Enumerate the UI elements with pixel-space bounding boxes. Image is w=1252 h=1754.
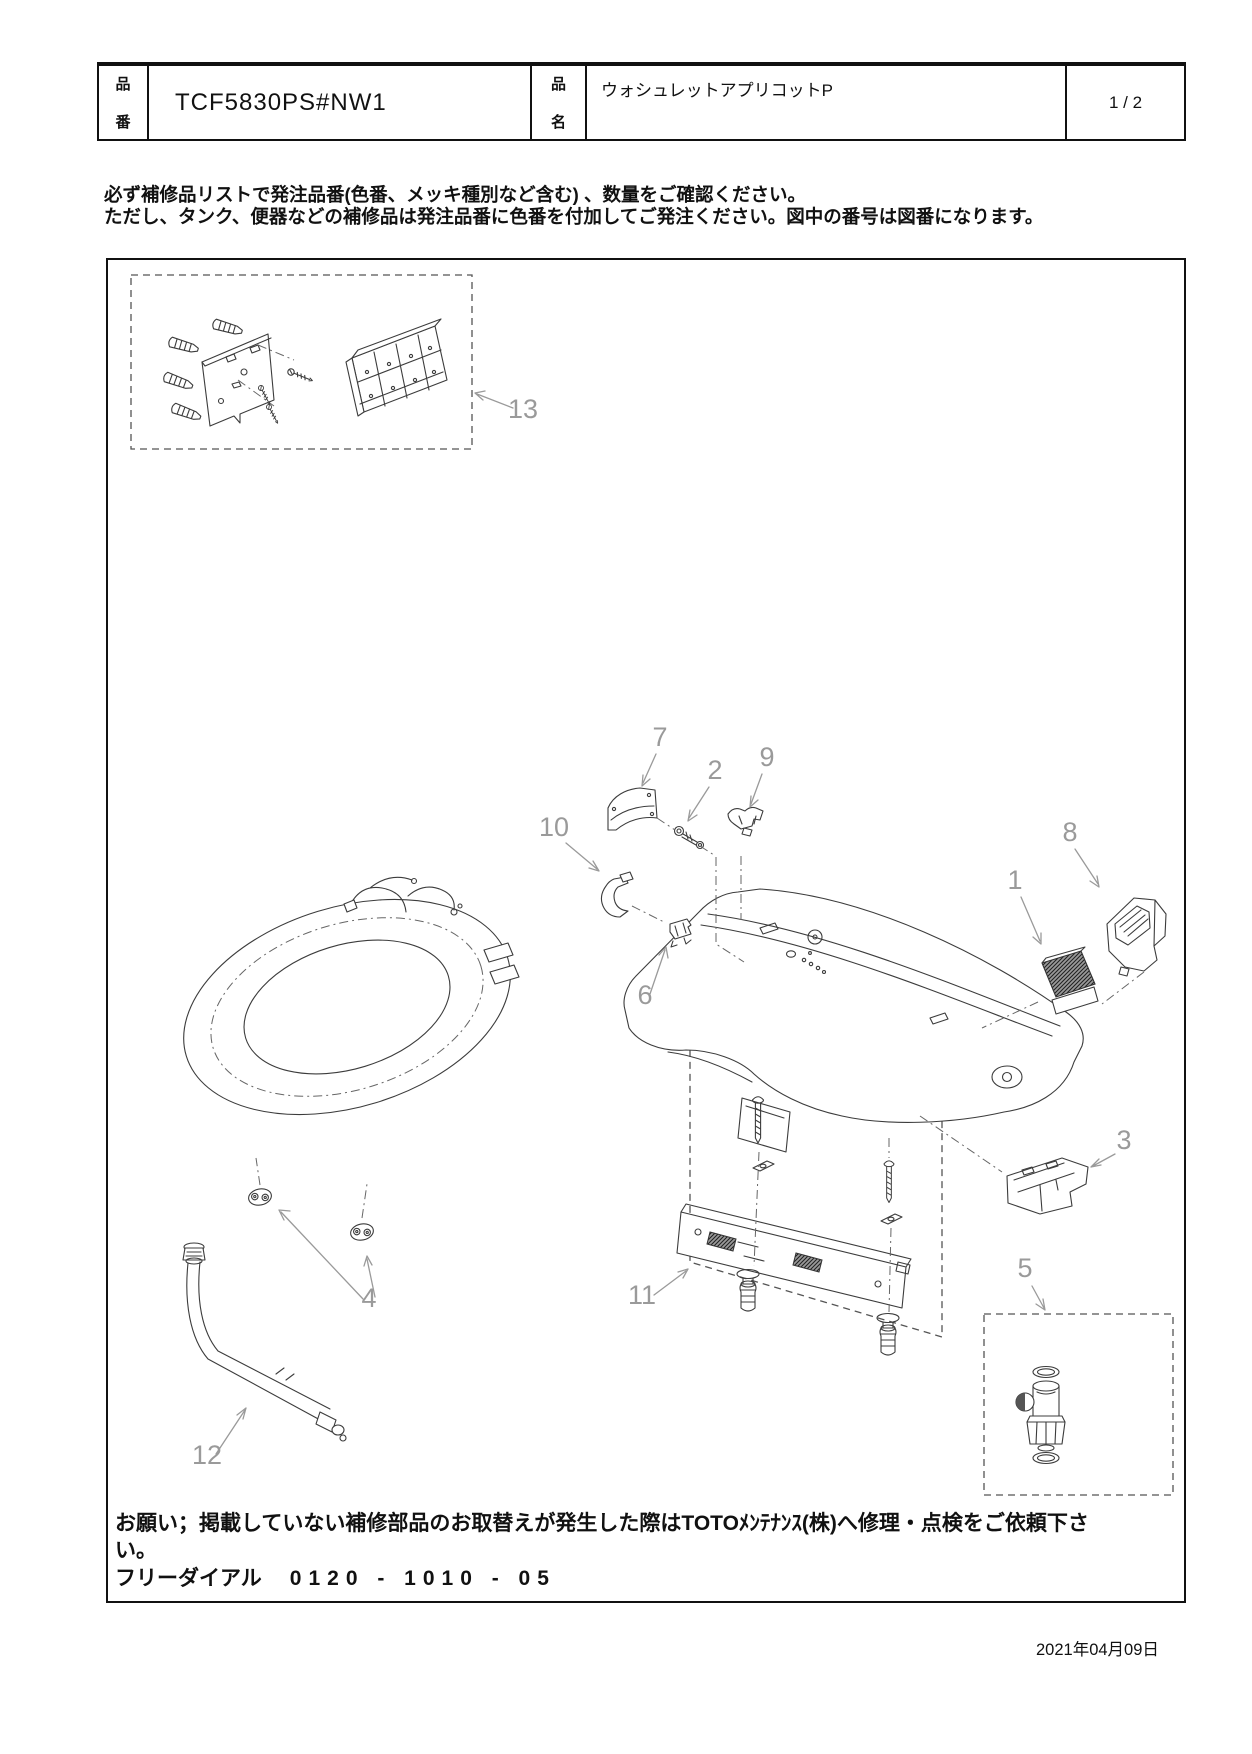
- part-12-supply-hose-drawing: [182, 1242, 347, 1442]
- header-table: 品 番 TCF5830PS#NW1 品 名 ウォシュレットアプリコットP 1 /…: [97, 62, 1186, 141]
- part-11-dashed-box: [689, 996, 943, 1338]
- part-10-hook-drawing: [600, 871, 634, 918]
- part-number-label-top: 品: [115, 76, 131, 93]
- callout-2: 2: [707, 755, 722, 785]
- page-indicator: 1 / 2: [1065, 66, 1184, 139]
- callout-11: 11: [628, 1280, 656, 1310]
- part-13-remote-control-drawing: [345, 318, 448, 417]
- product-name-value: ウォシュレットアプリコットP: [585, 66, 1065, 139]
- toll-free-label: フリーダイアル: [115, 1567, 262, 1590]
- callout-4: 4: [361, 1283, 376, 1313]
- product-name-label-top: 品: [550, 76, 566, 93]
- toilet-seat-drawing: [183, 876, 520, 1116]
- part-11-baseplate-assembly-drawing: [676, 1096, 912, 1356]
- product-name-label-bottom: 名: [550, 114, 566, 131]
- order-instructions-line1: 必ず補修品リストで発注品番(色番、メッキ種別など含む) 、数量をご確認ください。: [104, 184, 806, 205]
- part-number-label: 品 番: [99, 66, 147, 139]
- callout-3: 3: [1116, 1125, 1131, 1155]
- callout-13: 13: [508, 394, 538, 424]
- order-instructions: 必ず補修品リストで発注品番(色番、メッキ種別など含む) 、数量をご確認ください。…: [104, 184, 1164, 228]
- part-9-clip-drawing: [727, 806, 764, 837]
- callout-7: 7: [652, 722, 667, 752]
- part-number-label-bottom: 番: [115, 114, 131, 131]
- part-7-cover-plate-drawing: [607, 787, 658, 831]
- part-1-deodorizing-cartridge-drawing: [1041, 946, 1099, 1015]
- callout-8: 8: [1062, 817, 1077, 847]
- part-2-nozzle-screw-drawing: [673, 825, 705, 850]
- repair-notice-line1: お願い；掲載していない補修部品のお取替えが発生した際はTOTOﾒﾝﾃﾅﾝｽ(株)…: [115, 1512, 1089, 1562]
- part-8-vent-cover-drawing: [1106, 897, 1167, 977]
- issue-date: 2021年04月09日: [1036, 1641, 1159, 1659]
- callout-12: 12: [192, 1440, 222, 1470]
- part-13-dashed-box: [130, 274, 473, 450]
- part-3-base-bracket-drawing: [1006, 1157, 1089, 1215]
- part-number-value: TCF5830PS#NW1: [147, 66, 530, 139]
- toll-free-number: 0120 - 1010 - 05: [289, 1567, 556, 1590]
- callout-1: 1: [1007, 865, 1022, 895]
- product-name-label: 品 名: [530, 66, 585, 139]
- part-6-clamp-drawing: [669, 918, 692, 948]
- repair-notice: お願い；掲載していない補修部品のお取替えが発生した際はTOTOﾒﾝﾃﾅﾝｽ(株)…: [115, 1510, 1115, 1593]
- callout-leaders: [215, 390, 1116, 1455]
- callout-10: 10: [539, 812, 569, 842]
- callout-6: 6: [637, 980, 652, 1010]
- order-instructions-line2: ただし、タンク、便器などの補修品は発注品番に色番を付加してご発注ください。図中の…: [104, 206, 1044, 227]
- exploded-diagram-frame: 1 2 3 4 5 6 7 8 9 10 11 12 13 お願い；掲載していな…: [106, 258, 1186, 1603]
- callout-5: 5: [1017, 1253, 1032, 1283]
- part-4-seat-bumpers-drawing: [246, 1157, 376, 1243]
- assembly-reference-lines: [631, 817, 1145, 1173]
- repair-notice-line2: フリーダイアル 0120 - 1010 - 05: [115, 1564, 1115, 1593]
- washlet-body-drawing: [623, 888, 1084, 1153]
- part-13-wall-bracket-drawing: [161, 318, 315, 427]
- callout-9: 9: [759, 742, 774, 772]
- part-5-dashed-box: [983, 1313, 1174, 1496]
- exploded-parts-diagram: 1 2 3 4 5 6 7 8 9 10 11 12 13: [130, 274, 1174, 1496]
- part-5-valve-drawing: [1015, 1365, 1066, 1465]
